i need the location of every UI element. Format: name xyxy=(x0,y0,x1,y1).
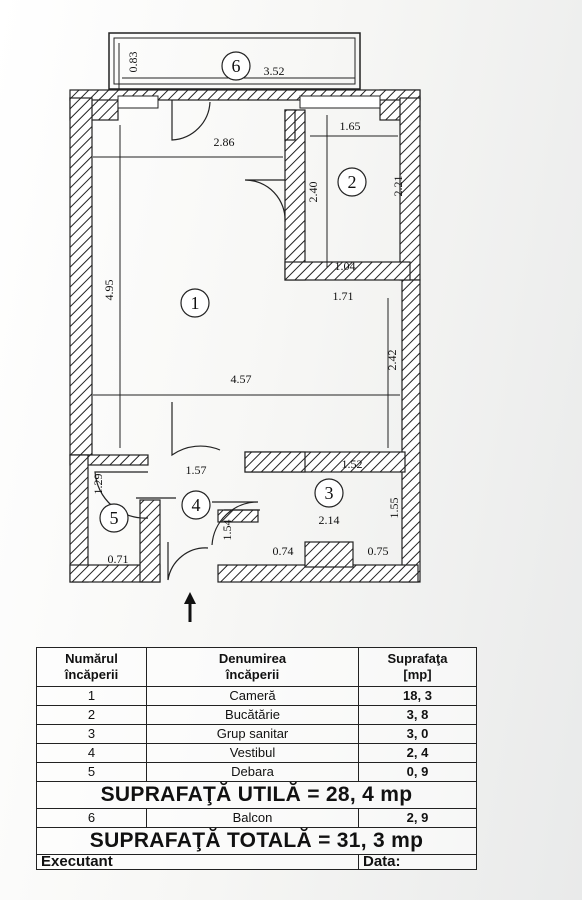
executant-label: Executant xyxy=(36,854,359,870)
useful-total: SUPRAFAŢĂ UTILĂ = 28, 4 mp xyxy=(36,781,477,809)
dim-hall-height: 1.54 xyxy=(220,520,234,541)
row-name: Balcon xyxy=(146,808,359,828)
dimension-lines xyxy=(93,43,400,448)
dim-storage-bottom: 0.71 xyxy=(108,552,129,566)
room-5-marker xyxy=(99,503,129,533)
dim-balcony-depth: 0.83 xyxy=(126,52,140,73)
room-6-marker xyxy=(221,51,251,81)
floor-plan: 1 2 3 4 5 6 0.83 3.52 2.86 4.95 4.57 2.4… xyxy=(69,32,421,622)
dim-kitchen-right: 2.21 xyxy=(391,176,405,197)
table-row: 6 Balcon 2, 9 xyxy=(36,808,477,828)
row-area: 3, 8 xyxy=(358,705,477,725)
row-area: 0, 9 xyxy=(358,762,477,782)
room-4-number: 4 xyxy=(192,495,201,515)
balcony-outline xyxy=(108,32,361,90)
row-name: Bucătărie xyxy=(146,705,359,725)
area-table: Numărul încăperii Denumirea încăperii Su… xyxy=(36,647,477,870)
table-row: 1 Cameră 18, 3 xyxy=(36,686,477,706)
row-area: 18, 3 xyxy=(358,686,477,706)
row-name: Vestibul xyxy=(146,743,359,763)
dim-storage-height: 1.29 xyxy=(91,474,105,495)
room-3-number: 3 xyxy=(325,483,334,503)
dim-kitchen-top: 1.65 xyxy=(340,119,361,133)
dim-room1-right: 2.42 xyxy=(385,350,399,371)
row-number: 6 xyxy=(36,808,147,828)
room-1-marker xyxy=(180,288,210,318)
doors xyxy=(94,100,286,581)
dim-room1-top: 2.86 xyxy=(214,135,235,149)
room-4-marker xyxy=(181,490,211,520)
row-name: Cameră xyxy=(146,686,359,706)
dim-bath-height: 1.55 xyxy=(387,498,401,519)
dim-bath-bottom-left: 0.74 xyxy=(273,544,294,558)
row-number: 4 xyxy=(36,743,147,763)
dim-room1-mid: 1.71 xyxy=(333,289,354,303)
row-area: 2, 4 xyxy=(358,743,477,763)
table-header-row: Numărul încăperii Denumirea încăperii Su… xyxy=(36,647,477,687)
table-row: 5 Debara 0, 9 xyxy=(36,762,477,782)
room-markers xyxy=(99,51,367,533)
table-row: 3 Grup sanitar 3, 0 xyxy=(36,724,477,744)
walls xyxy=(69,89,421,583)
arrow-up-icon xyxy=(184,592,196,622)
row-number: 2 xyxy=(36,705,147,725)
grand-total: SUPRAFAŢĂ TOTALĂ = 31, 3 mp xyxy=(36,827,477,855)
dim-balcony-width: 3.52 xyxy=(264,64,285,78)
dim-hall-width: 1.57 xyxy=(186,463,207,477)
header-area: Suprafaţa [mp] xyxy=(358,647,477,687)
dim-bath-top: 1.52 xyxy=(342,457,363,471)
room-2-number: 2 xyxy=(348,172,357,192)
row-area: 3, 0 xyxy=(358,724,477,744)
table-row: 2 Bucătărie 3, 8 xyxy=(36,705,477,725)
footer-row: Executant Data: xyxy=(36,854,477,870)
windows xyxy=(117,95,381,109)
grand-total-row: SUPRAFAŢĂ TOTALĂ = 31, 3 mp xyxy=(36,827,477,855)
row-name: Grup sanitar xyxy=(146,724,359,744)
useful-total-row: SUPRAFAŢĂ UTILĂ = 28, 4 mp xyxy=(36,781,477,809)
date-label: Data: xyxy=(358,854,477,870)
row-number: 5 xyxy=(36,762,147,782)
dim-bath-width: 2.14 xyxy=(319,513,340,527)
room-3-marker xyxy=(314,478,344,508)
row-name: Debara xyxy=(146,762,359,782)
room-1-number: 1 xyxy=(191,293,200,313)
room-6-number: 6 xyxy=(232,56,241,76)
row-area: 2, 9 xyxy=(358,808,477,828)
table-row: 4 Vestibul 2, 4 xyxy=(36,743,477,763)
row-number: 1 xyxy=(36,686,147,706)
header-name: Denumirea încăperii xyxy=(146,647,359,687)
room-2-marker xyxy=(337,167,367,197)
dim-kitchen-bottom: 1.04 xyxy=(335,259,356,273)
room-5-number: 5 xyxy=(110,508,119,528)
header-number: Numărul încăperii xyxy=(36,647,147,687)
dim-kitchen-left: 2.40 xyxy=(306,182,320,203)
dim-room1-height: 4.95 xyxy=(102,280,116,301)
dim-room1-width: 4.57 xyxy=(231,372,252,386)
dim-bath-bottom-right: 0.75 xyxy=(368,544,389,558)
row-number: 3 xyxy=(36,724,147,744)
